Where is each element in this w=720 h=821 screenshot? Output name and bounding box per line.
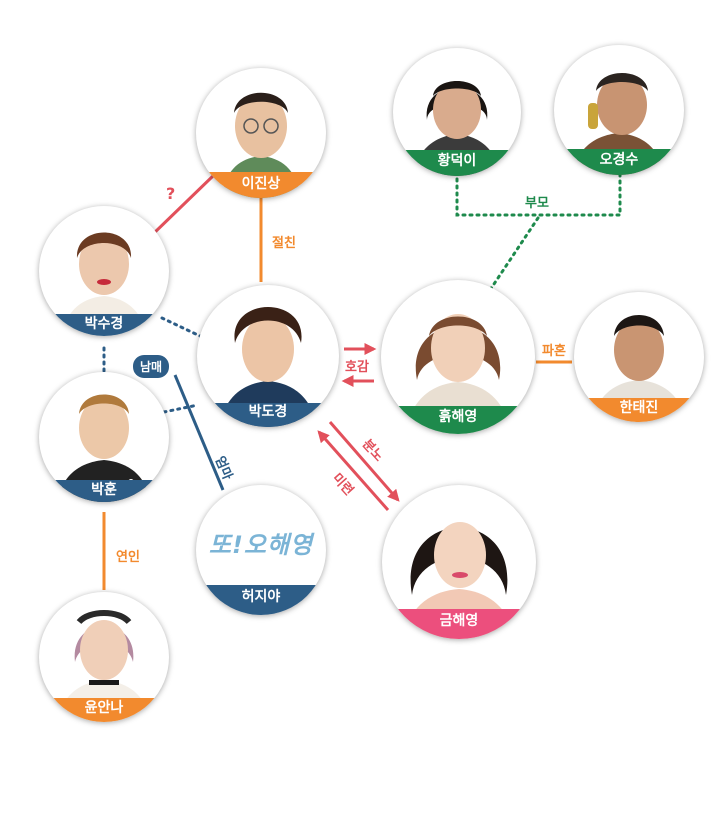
relation-question: ?: [166, 184, 176, 203]
character-name: 금해영: [439, 613, 479, 629]
character-park-sugyeong: 박수경: [39, 206, 169, 336]
line-mother: [173, 374, 225, 491]
character-park-hun: 박훈: [39, 372, 169, 502]
character-name: 박수경: [84, 316, 124, 332]
relation-parents: 부모: [525, 196, 549, 211]
name-band: 윤안나: [39, 698, 169, 722]
line-hun-dogyeong: [162, 403, 200, 414]
character-name: 허지야: [241, 589, 281, 605]
character-oh-gyeongsu: 오경수: [554, 45, 684, 175]
character-heuk-haeyoung: 흙해영: [381, 280, 535, 434]
relation-lovers: 연인: [116, 550, 140, 565]
line-parents-to-haeyoung: [488, 216, 540, 292]
character-name: 이진상: [241, 176, 281, 192]
name-band: 이진상: [196, 172, 326, 198]
name-band: 금해영: [382, 609, 536, 639]
character-hwang-deoki: 황덕이: [393, 48, 521, 176]
name-band: 박훈: [39, 480, 169, 502]
character-lee-jinsang: 이진상: [196, 68, 326, 198]
name-band: 황덕이: [393, 150, 521, 176]
character-yun-anna: 윤안나: [39, 592, 169, 722]
character-name: 한태진: [619, 400, 659, 416]
line-anger: [328, 421, 400, 502]
name-band: 허지야: [196, 585, 326, 615]
character-geum-haeyoung: 금해영: [382, 485, 536, 639]
line-parents: [455, 170, 622, 217]
relation-favor: 호감: [345, 360, 369, 375]
name-band: 박도경: [197, 403, 339, 427]
name-band: 오경수: [554, 149, 684, 175]
relation-best-friend: 절친: [272, 236, 296, 251]
name-band: 한태진: [574, 398, 704, 422]
name-band: 흙해영: [381, 406, 535, 434]
drama-logo: 또!오해영: [208, 531, 314, 559]
relation-siblings: 남매: [133, 355, 170, 378]
character-name: 박도경: [248, 404, 288, 420]
character-park-dogyeong: 박도경: [197, 285, 339, 427]
character-name: 흙해영: [438, 409, 478, 425]
character-name: 황덕이: [437, 153, 477, 169]
character-name: 박훈: [91, 482, 117, 498]
character-name: 윤안나: [84, 700, 124, 716]
line-lingering: [317, 430, 390, 511]
character-heo-jiya: 또!오해영 허지야: [196, 485, 326, 615]
relation-broken-engagement: 파혼: [542, 344, 566, 359]
character-han-taejin: 한태진: [574, 292, 704, 422]
character-name: 오경수: [599, 152, 639, 168]
name-band: 박수경: [39, 314, 169, 336]
